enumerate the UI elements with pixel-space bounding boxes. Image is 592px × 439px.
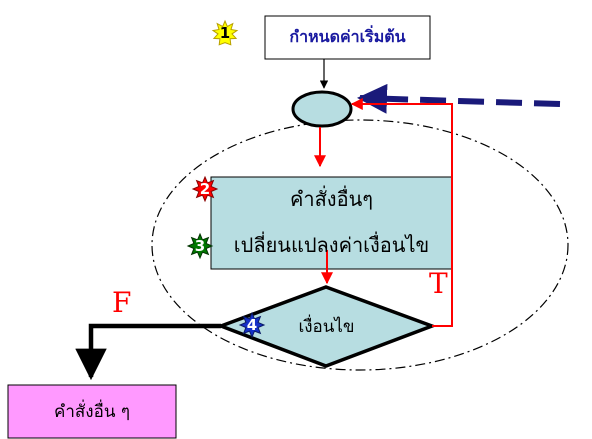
marker-4-number: 4 xyxy=(246,316,258,334)
process-label-top: คำสั่งอื่นๆ xyxy=(289,187,373,211)
marker-3-number: 3 xyxy=(194,237,206,255)
marker-1-number: 1 xyxy=(219,24,231,42)
false-branch-label: F xyxy=(112,286,132,319)
exit-box xyxy=(7,384,177,439)
false-exit-arrow xyxy=(75,323,221,381)
marker-4-star-icon xyxy=(238,311,266,339)
process-label-bottom: เปลี่ยนแปลงค่าเงื่อนไข xyxy=(233,233,430,257)
dashed-entry-arrow xyxy=(357,83,561,114)
exit-label: คำสั่งอื่น ๆ xyxy=(54,402,130,422)
init-label: กำหนดค่าเริ่มต้น xyxy=(289,27,406,46)
true-branch-label: T xyxy=(429,267,448,300)
marker-3-star-icon xyxy=(186,232,214,260)
true-loop-back-arrow xyxy=(350,98,453,327)
init-box xyxy=(264,15,431,60)
junction-connector xyxy=(291,90,353,128)
loop-region-ellipse xyxy=(151,119,569,371)
decision-label: เงื่อนไข xyxy=(298,316,355,337)
marker-2-number: 2 xyxy=(199,180,211,198)
decision-diamond xyxy=(216,285,438,368)
marker-1-star-icon xyxy=(211,19,239,46)
marker-2-star-icon xyxy=(191,175,219,203)
